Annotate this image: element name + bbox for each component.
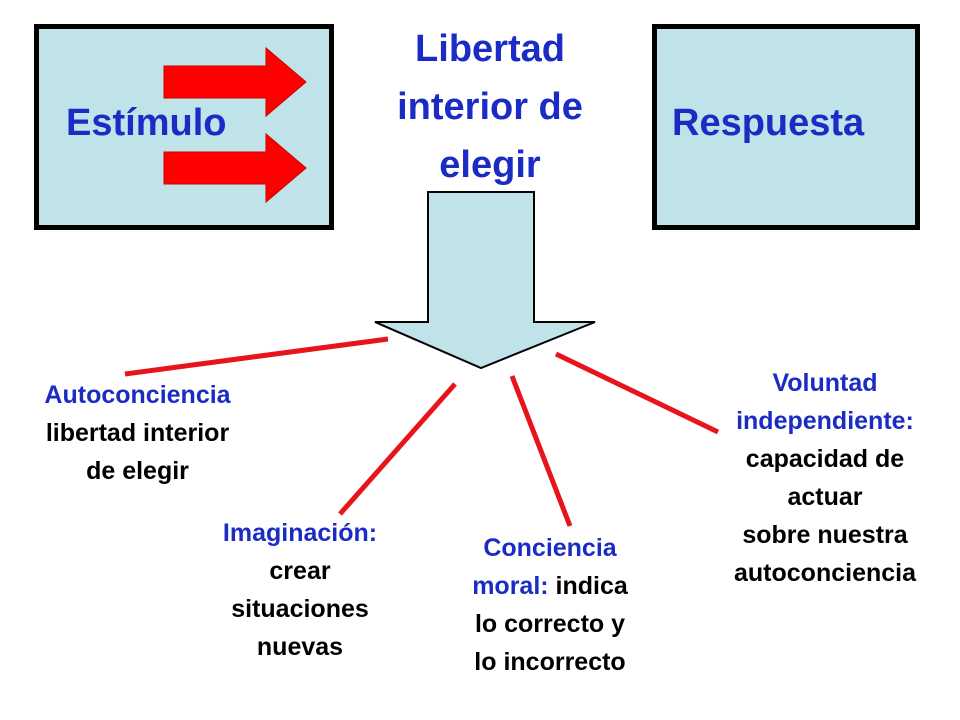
connector-conciencia (509, 375, 573, 527)
imaginacion-text: nuevas (256, 633, 344, 661)
center-title-line: elegir (439, 144, 541, 186)
center-title-line: interior de (397, 86, 583, 128)
voluntad-text: actuar (787, 483, 863, 511)
autoconciencia-label: Autoconciencia libertad interior de eleg… (0, 376, 275, 490)
imaginacion-title: Imaginación: (222, 519, 378, 547)
autoconciencia-text: libertad interior (45, 419, 230, 447)
response-box (652, 24, 920, 230)
voluntad-text: autoconciencia (734, 559, 916, 587)
imaginacion-label: Imaginación: crear situaciones nuevas (180, 514, 420, 666)
red-arrow-lower (163, 132, 307, 204)
conciencia-moral: moral: (472, 572, 549, 600)
conciencia-line-1: moral: indica (430, 567, 670, 605)
autoconciencia-title: Autoconciencia (44, 381, 231, 409)
down-arrow (374, 191, 596, 370)
stimulus-label: Estímulo (66, 102, 227, 144)
imaginacion-text: crear (269, 557, 331, 585)
voluntad-title: independiente: (736, 407, 914, 435)
center-title-line: Libertad (415, 28, 565, 70)
red-arrow-upper (163, 46, 307, 118)
stimulus-box (34, 24, 334, 230)
conciencia-title: Conciencia (483, 534, 617, 562)
conciencia-text: lo correcto y (474, 610, 626, 638)
conciencia-text: lo incorrecto (474, 648, 626, 676)
center-title: Libertad interior de elegir (360, 20, 620, 194)
response-label: Respuesta (672, 102, 865, 144)
voluntad-title: Voluntad (772, 369, 878, 397)
voluntad-label: Voluntad independiente: capacidad de act… (690, 364, 960, 592)
connector-autoconciencia (124, 336, 389, 377)
connector-imaginacion (338, 382, 457, 516)
voluntad-text: sobre nuestra (742, 521, 908, 549)
autoconciencia-text: de elegir (86, 457, 189, 485)
conciencia-indica: indica (548, 572, 628, 600)
connector-voluntad (554, 351, 720, 435)
imaginacion-text: situaciones (231, 595, 369, 623)
conciencia-label: Conciencia moral: indica lo correcto y l… (430, 529, 670, 681)
voluntad-text: capacidad de (745, 445, 905, 473)
